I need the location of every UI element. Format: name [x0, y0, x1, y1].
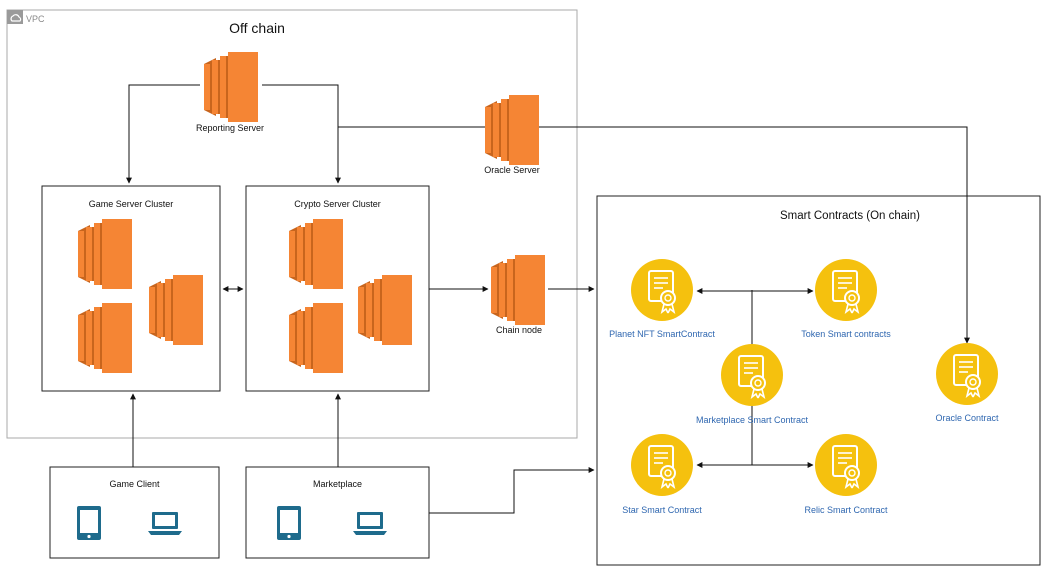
relic-contract-label: Relic Smart Contract	[804, 505, 888, 515]
game-server-icon-3	[78, 303, 132, 373]
oracle-server-icon	[485, 95, 539, 165]
game-client-tablet-icon	[77, 506, 101, 540]
token-contract-icon	[814, 258, 878, 322]
onchain-title: Smart Contracts (On chain)	[780, 210, 920, 222]
game-server-cluster-box	[41, 185, 221, 392]
edge-reporting-to-game-cluster	[126, 84, 200, 184]
marketplace-contract-label: Marketplace Smart Contract	[695, 415, 809, 425]
edge-reporting-to-oracle-contract	[338, 126, 970, 344]
crypto-server-cluster-label: Crypto Server Cluster	[294, 199, 381, 209]
vpc-label: VPC	[26, 14, 45, 24]
marketplace-label: Marketplace	[312, 479, 363, 489]
marketplace-laptop-icon	[353, 512, 387, 535]
game-server-cluster-label: Game Server Cluster	[88, 199, 174, 209]
onchain-boundary	[596, 195, 1041, 566]
crypto-server-icon-3	[289, 303, 343, 373]
oracle-contract-icon	[935, 342, 999, 406]
crypto-server-icon-2	[358, 275, 412, 345]
crypto-server-icon-1	[289, 219, 343, 289]
planet-nft-contract-label: Planet NFT SmartContract	[609, 329, 715, 339]
cloud-icon	[10, 14, 22, 22]
game-client-box	[49, 466, 220, 559]
chain-node-label: Chain node	[495, 325, 543, 335]
relic-contract-icon	[814, 433, 878, 497]
oracle-contract-label: Oracle Contract	[935, 413, 999, 423]
vpc-boundary	[6, 9, 578, 439]
game-client-laptop-icon	[148, 512, 182, 535]
edge-reporting-to-crypto-cluster	[262, 84, 341, 184]
reporting-server-label: Reporting Server	[195, 123, 265, 133]
connectors	[126, 84, 970, 514]
marketplace-contract-icon	[720, 343, 784, 407]
offchain-title: Off chain	[229, 20, 285, 36]
game-client-label: Game Client	[109, 479, 160, 489]
star-contract-label: Star Smart Contract	[622, 505, 702, 515]
star-contract-icon	[630, 433, 694, 497]
oracle-server-label: Oracle Server	[484, 165, 540, 175]
reporting-server-icon	[204, 52, 258, 122]
marketplace-tablet-icon	[277, 506, 301, 540]
planet-nft-contract-icon	[630, 258, 694, 322]
chain-node-icon	[491, 255, 545, 325]
token-contract-label: Token Smart contracts	[801, 329, 891, 339]
game-server-icon-2	[149, 275, 203, 345]
edge-marketplace-to-onchain	[429, 467, 595, 514]
game-server-icon-1	[78, 219, 132, 289]
